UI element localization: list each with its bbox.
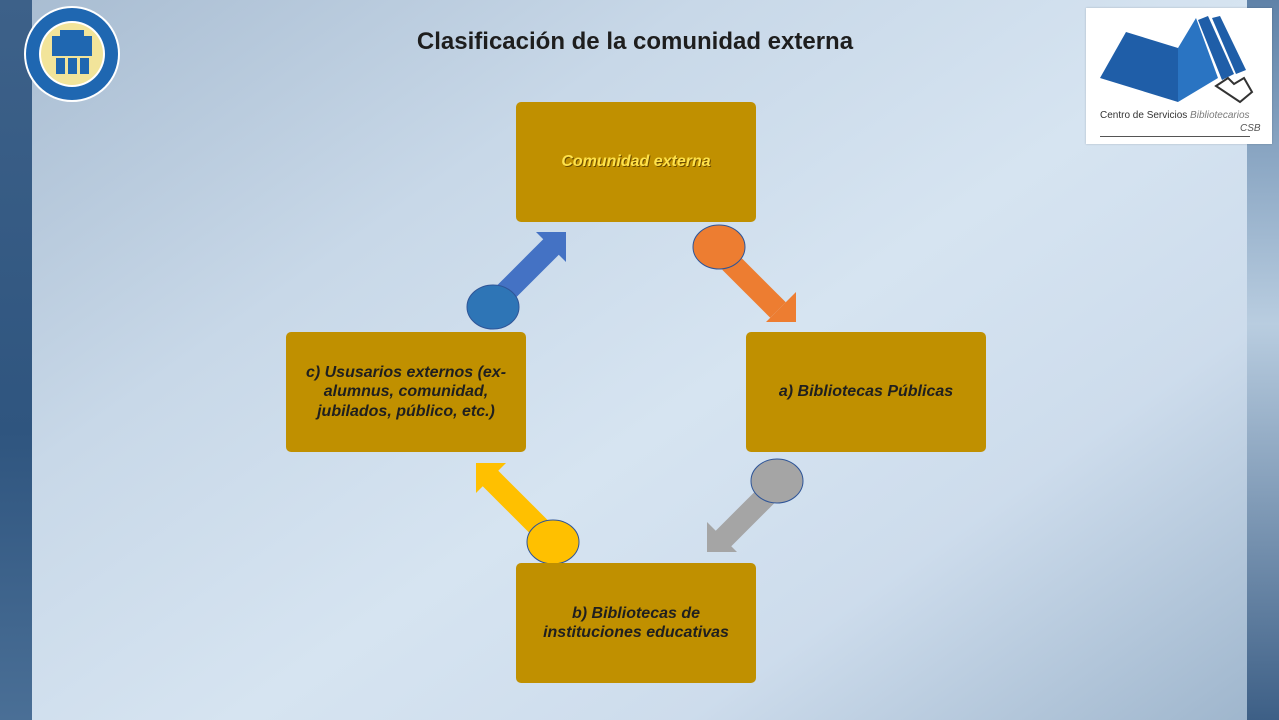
csb-logo-subtext: CSB bbox=[1240, 123, 1261, 134]
node-usuarios-externos: c) Ususarios externos (ex-alumnus, comun… bbox=[286, 332, 526, 452]
csb-logo-text: Centro de Servicios Bibliotecarios bbox=[1100, 110, 1250, 121]
slide-title: Clasificación de la comunidad externa bbox=[416, 28, 854, 55]
csb-logo-underline bbox=[1100, 136, 1250, 137]
book-hand-icon bbox=[1100, 16, 1254, 104]
university-seal-icon bbox=[24, 6, 120, 102]
node-bibliotecas-instituciones: b) Bibliotecas de instituciones educativ… bbox=[516, 563, 756, 683]
csb-logo: Centro de Servicios Bibliotecarios CSB bbox=[1086, 8, 1272, 144]
node-comunidad-externa: Comunidad externa bbox=[516, 102, 756, 222]
slide-left-edge bbox=[0, 0, 32, 720]
node-bibliotecas-publicas: a) Bibliotecas Públicas bbox=[746, 332, 986, 452]
